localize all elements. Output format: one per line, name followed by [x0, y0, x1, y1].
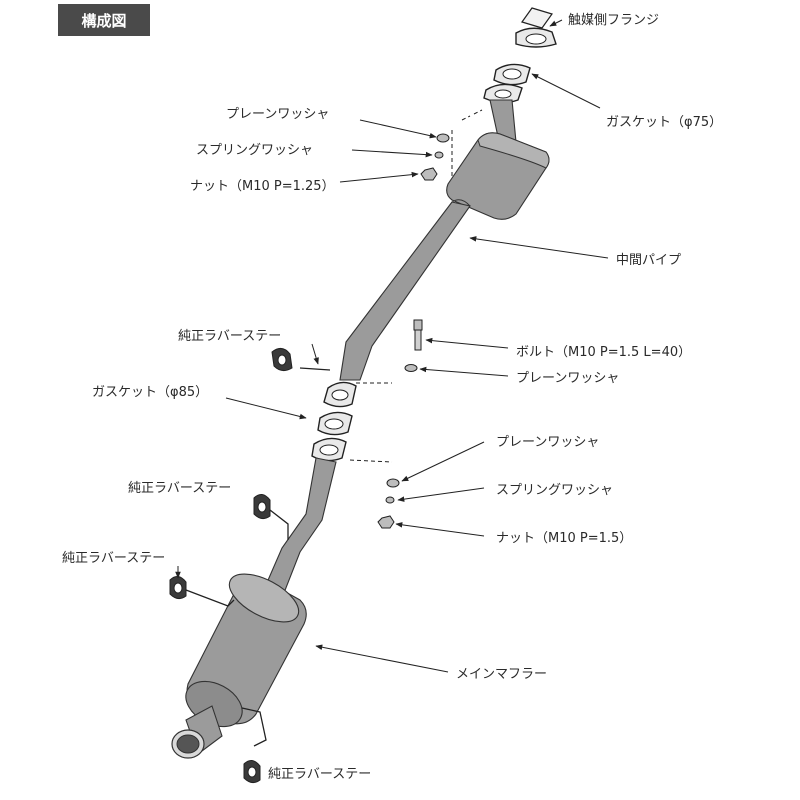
- rubber-stay-1-part: [271, 348, 293, 372]
- plain-washer-top: [436, 133, 450, 143]
- label-bolt: ボルト（M10 P=1.5 L=40）: [516, 345, 691, 360]
- label-catalyst-flange: 触媒側フランジ: [568, 13, 659, 28]
- tail-pipe-part: [261, 457, 337, 599]
- hardware-lower: [377, 478, 400, 529]
- label-spring-washer-2: スプリングワッシャ: [496, 483, 613, 498]
- nut-lower: [377, 515, 395, 529]
- page-title: 構成図: [81, 12, 126, 30]
- label-plain-washer-3: プレーンワッシャ: [496, 435, 599, 450]
- label-mid-pipe: 中間パイプ: [616, 253, 681, 268]
- bolt-dash-mid-bottom: [349, 459, 393, 463]
- plain-washer-lower: [386, 478, 400, 488]
- catalyst-flange-part: [515, 7, 557, 48]
- label-gasket-75: ガスケット（φ75）: [606, 115, 722, 130]
- title-background: [58, 4, 150, 36]
- bolt-dash-top: [461, 109, 483, 121]
- label-rubber-stay-4: 純正ラバーステー: [268, 767, 371, 782]
- label-nut-15: ナット（M10 P=1.5）: [496, 531, 632, 546]
- main-muffler-part: [171, 573, 307, 759]
- gasket-85-part: [317, 411, 353, 436]
- rubber-stay-4-part: [241, 707, 267, 784]
- label-spring-washer-1: スプリングワッシャ: [196, 143, 313, 158]
- hardware-top: [420, 133, 450, 181]
- label-rubber-stay-2: 純正ラバーステー: [128, 481, 231, 496]
- muffler-flange-part: [311, 437, 347, 462]
- label-rubber-stay-3: 純正ラバーステー: [62, 551, 165, 566]
- spring-washer-lower: [385, 496, 395, 504]
- label-nut-125: ナット（M10 P=1.25）: [190, 179, 335, 194]
- label-plain-washer-2: プレーンワッシャ: [516, 371, 619, 386]
- rubber-stay-2-part: [253, 494, 289, 540]
- label-plain-washer-1: プレーンワッシャ: [226, 107, 329, 122]
- label-gasket-85: ガスケット（φ85）: [92, 385, 208, 400]
- gasket-75-part: [493, 63, 531, 86]
- hanger-rod-1: [299, 367, 331, 371]
- nut-top: [420, 167, 438, 181]
- mid-pipe-part: [339, 99, 550, 381]
- title-tag: 構成図: [58, 4, 150, 36]
- mid-pipe-bottom-flange: [323, 381, 357, 408]
- spring-washer-top: [434, 151, 444, 159]
- leader-lines: [175, 19, 609, 673]
- label-rubber-stay-1: 純正ラバーステー: [178, 329, 281, 344]
- bolt-part: [404, 319, 423, 372]
- plain-washer-mid: [404, 364, 418, 372]
- rubber-stay-3-part: [169, 576, 235, 607]
- label-main-muffler: メインマフラー: [456, 667, 547, 682]
